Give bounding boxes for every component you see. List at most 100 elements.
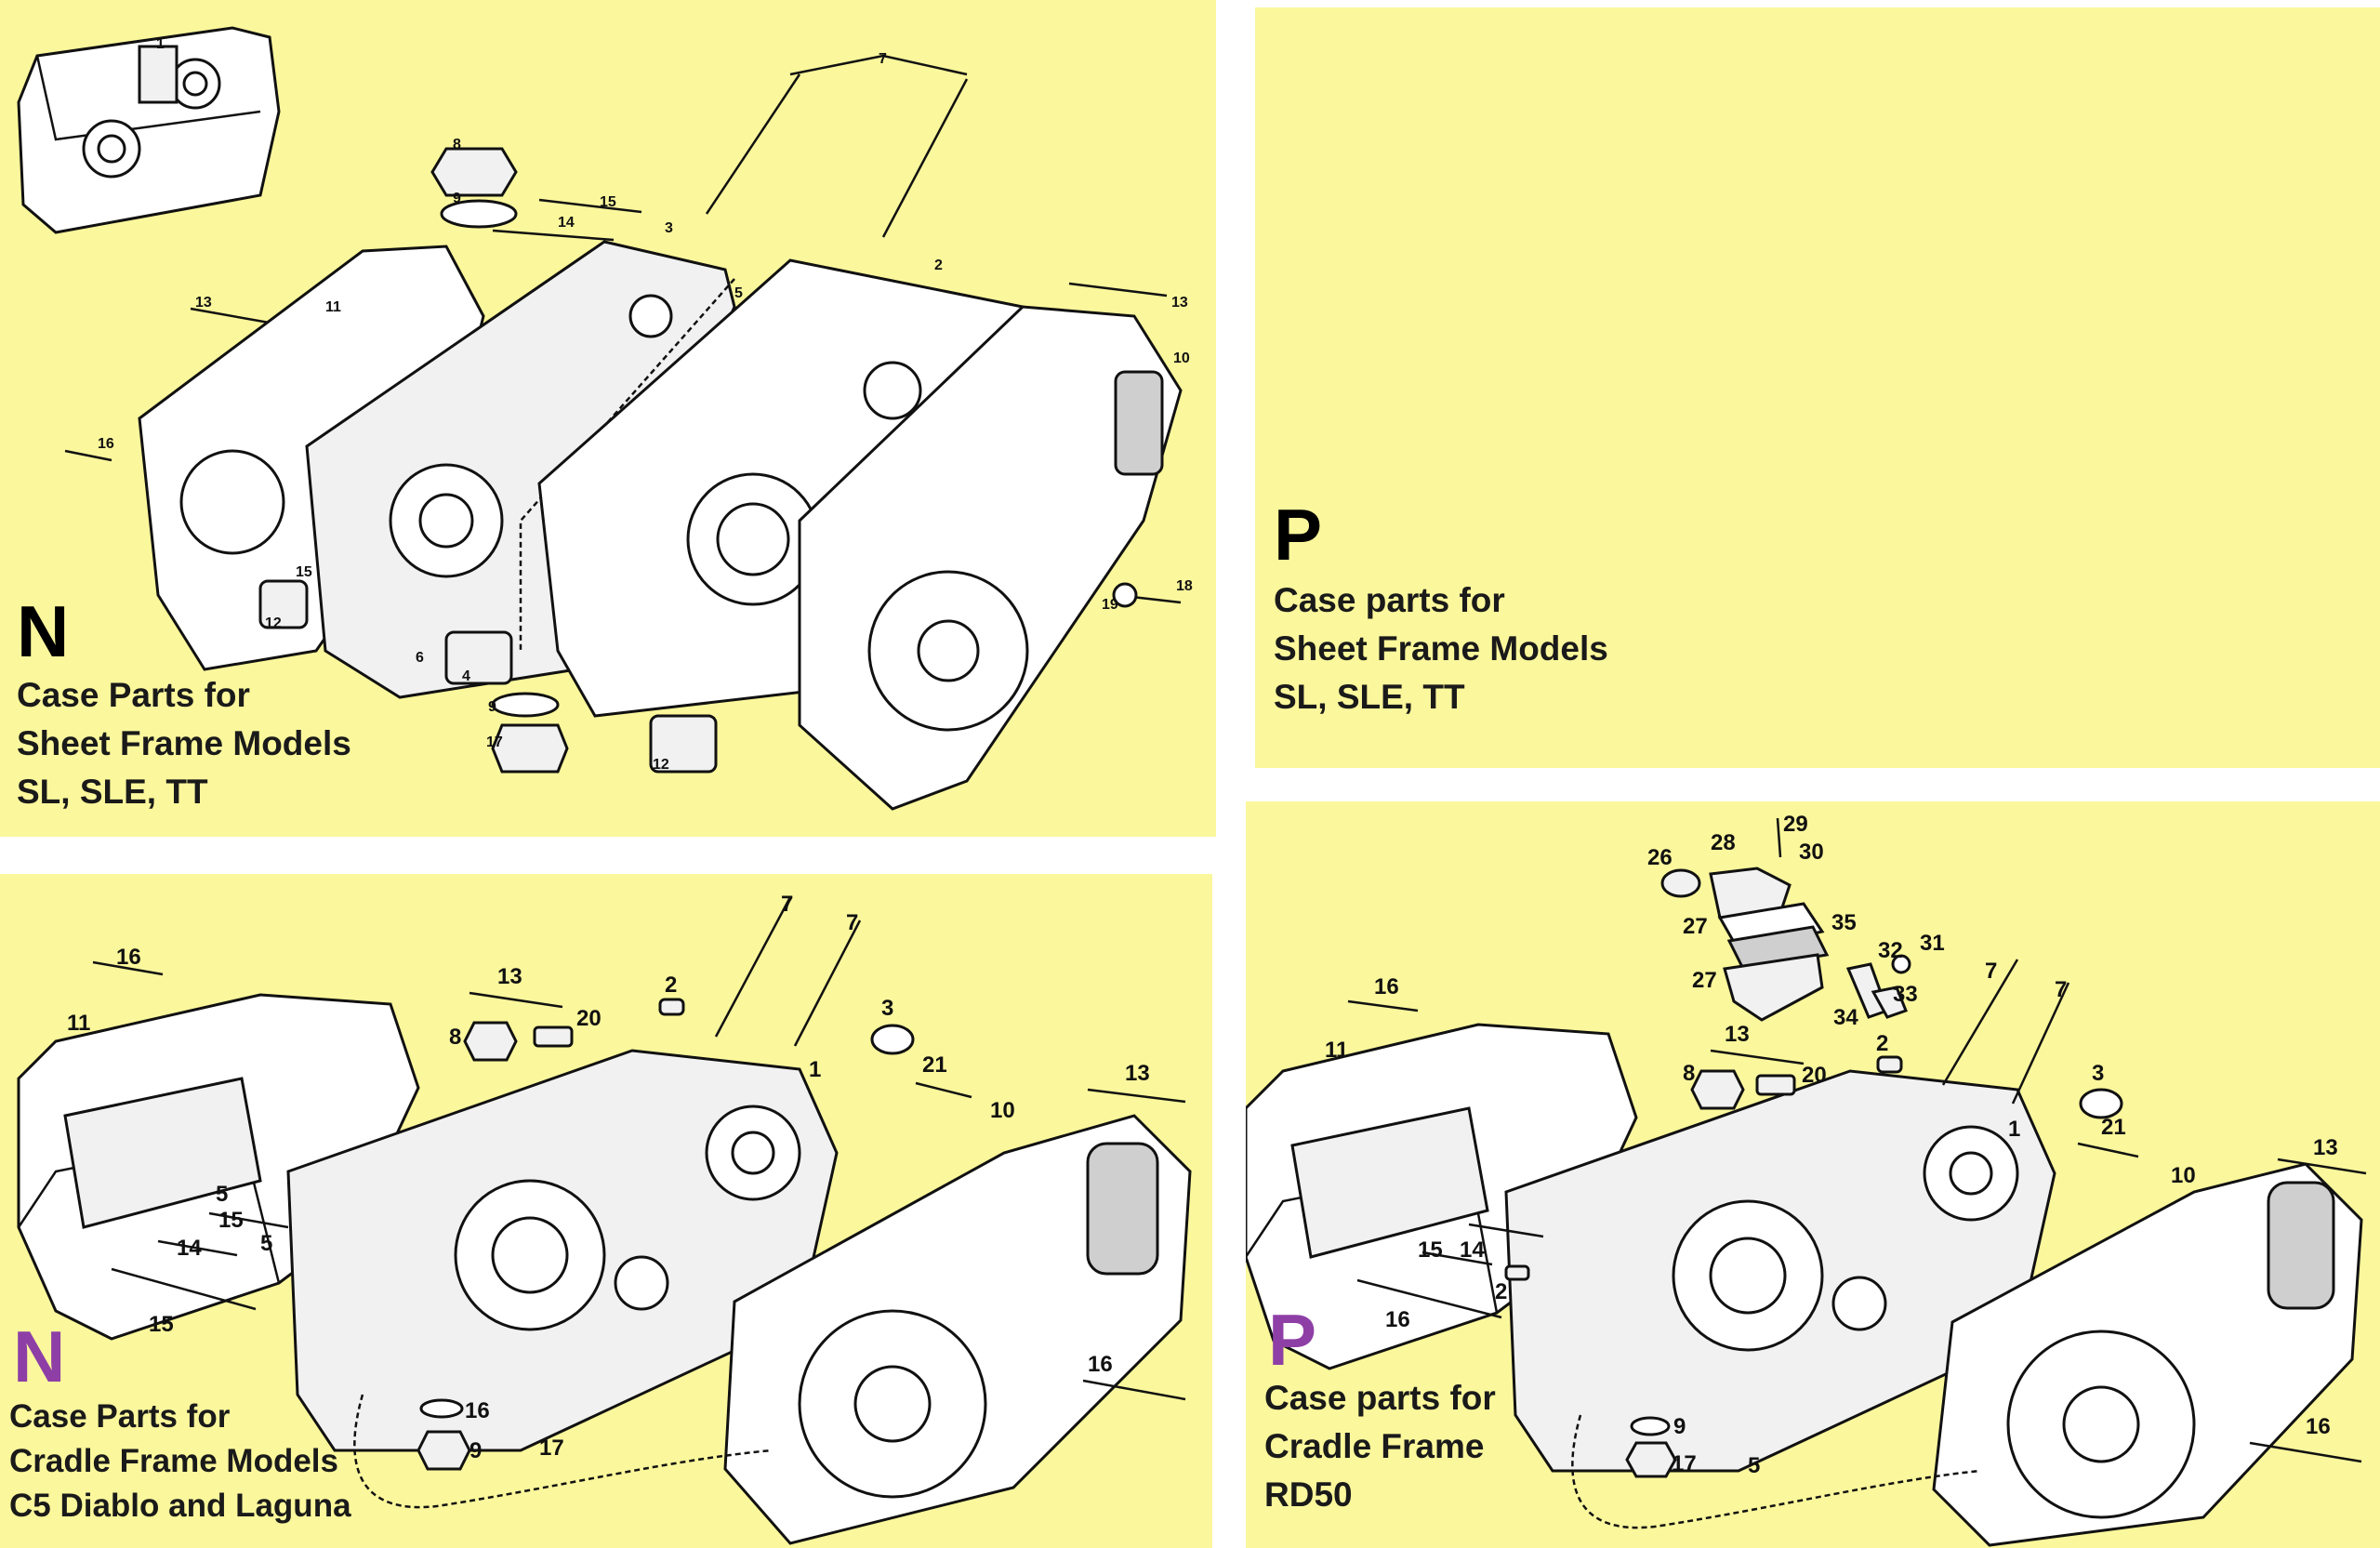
part-callout: 9 bbox=[469, 1438, 482, 1463]
part-callout: 14 bbox=[558, 215, 575, 231]
part-callout: 9 bbox=[1673, 1414, 1686, 1439]
part-callout: 16 bbox=[1385, 1307, 1410, 1332]
part-callout: 12 bbox=[265, 615, 282, 631]
section-caption: Case parts for Cradle Frame RD50 bbox=[1264, 1374, 1496, 1519]
part-callout: 7 bbox=[879, 51, 887, 67]
part-callout: 28 bbox=[1711, 830, 1736, 855]
part-callout: 7 bbox=[2055, 977, 2067, 1002]
part-callout: 30 bbox=[1799, 840, 1824, 865]
part-callout: 2 bbox=[1495, 1279, 1507, 1304]
part-callout: 13 bbox=[1171, 295, 1188, 311]
part-callout: 3 bbox=[881, 996, 893, 1021]
part-callout: 10 bbox=[1173, 351, 1190, 366]
caption-line: C5 Diablo and Laguna bbox=[9, 1488, 351, 1524]
part-callout: 4 bbox=[462, 668, 470, 684]
part-callout: 29 bbox=[1783, 812, 1808, 837]
part-callout: 12 bbox=[653, 757, 669, 773]
caption-line: Case parts for bbox=[1264, 1379, 1496, 1417]
part-callout: 19 bbox=[1102, 597, 1118, 613]
part-callout: 15 bbox=[600, 194, 616, 210]
part-callout: 20 bbox=[1802, 1063, 1827, 1088]
caption-line: Sheet Frame Models bbox=[1274, 629, 1608, 668]
part-callout: 16 bbox=[465, 1398, 490, 1423]
caption-line: Sheet Frame Models bbox=[17, 724, 351, 762]
part-callout: 2 bbox=[665, 972, 677, 998]
part-callout: 5 bbox=[1748, 1453, 1760, 1478]
part-callout: 14 bbox=[1460, 1237, 1485, 1263]
part-callout: 15 bbox=[1418, 1237, 1443, 1263]
part-callout: 17 bbox=[539, 1436, 564, 1461]
part-callout: 17 bbox=[1672, 1451, 1697, 1476]
section-caption: Case Parts for Sheet Frame Models SL, SL… bbox=[17, 671, 351, 816]
part-callout: 16 bbox=[1374, 974, 1399, 999]
part-callout: 10 bbox=[990, 1098, 1015, 1123]
section-letter: P bbox=[1268, 1299, 1317, 1381]
part-callout: 13 bbox=[2313, 1135, 2338, 1160]
part-callout: 32 bbox=[1878, 938, 1903, 963]
caption-line: RD50 bbox=[1264, 1475, 1353, 1514]
panel-cradle-frame-p: 29 26 28 30 27 35 32 31 27 33 34 16 7 7 … bbox=[1246, 801, 2380, 1548]
part-callout: 27 bbox=[1692, 968, 1717, 993]
section-letter: P bbox=[1274, 494, 1323, 576]
part-callout: 15 bbox=[149, 1312, 174, 1337]
part-callout: 5 bbox=[734, 285, 743, 301]
part-callout: 21 bbox=[2101, 1115, 2126, 1140]
part-callout: 26 bbox=[1647, 845, 1673, 870]
caption-line: Cradle Frame bbox=[1264, 1427, 1485, 1465]
part-callout: 17 bbox=[486, 734, 503, 750]
part-callout: 8 bbox=[1683, 1061, 1695, 1086]
part-callout: 31 bbox=[1920, 931, 1945, 956]
part-callout: 1 bbox=[156, 36, 165, 52]
part-callout: 5 bbox=[216, 1182, 228, 1207]
part-callout: 16 bbox=[98, 436, 114, 452]
part-callout: 3 bbox=[665, 220, 673, 236]
caption-line: SL, SLE, TT bbox=[1274, 678, 1465, 716]
part-callout: 16 bbox=[1088, 1352, 1113, 1377]
exploded-diagram-cradle-frame-n: 16 13 2 7 7 11 20 8 3 1 21 13 10 15 14 5… bbox=[17, 892, 1192, 1545]
part-callout: 11 bbox=[325, 299, 341, 315]
exploded-diagram-sheet-frame-n: 1 7 8 9 15 14 3 5 2 13 11 13 10 16 15 12… bbox=[17, 26, 1193, 811]
part-callout: 15 bbox=[296, 564, 312, 580]
section-letter: N bbox=[17, 590, 70, 672]
part-callout: 14 bbox=[177, 1236, 202, 1261]
part-callout: 13 bbox=[1125, 1061, 1150, 1086]
part-callout: 8 bbox=[453, 137, 461, 152]
part-callout: 5 bbox=[260, 1231, 272, 1256]
small-case-view bbox=[17, 26, 281, 234]
section-caption: Case parts for Sheet Frame Models SL, SL… bbox=[1274, 576, 1608, 721]
caption-line: Case parts for bbox=[1274, 581, 1505, 619]
caption-line: Case Parts for bbox=[9, 1398, 231, 1435]
part-callout: 8 bbox=[449, 1025, 461, 1050]
panel-sheet-frame-p: P Case parts for Sheet Frame Models SL, … bbox=[1255, 7, 2380, 768]
part-callout: 1 bbox=[809, 1057, 821, 1082]
part-callout: 13 bbox=[1725, 1022, 1750, 1047]
part-callout: 7 bbox=[781, 892, 793, 917]
part-callout: 27 bbox=[1683, 914, 1708, 939]
section-caption: Case Parts for Cradle Frame Models C5 Di… bbox=[9, 1395, 351, 1528]
part-callout: 35 bbox=[1831, 910, 1857, 935]
panel-sheet-frame-n: 1 7 8 9 15 14 3 5 2 13 11 13 10 16 15 12… bbox=[0, 0, 1216, 837]
part-callout: 15 bbox=[218, 1208, 244, 1233]
caption-line: Cradle Frame Models bbox=[9, 1443, 338, 1479]
exploded-diagram-cradle-frame-p: 29 26 28 30 27 35 32 31 27 33 34 16 7 7 … bbox=[1246, 812, 2367, 1547]
part-callout: 1 bbox=[2008, 1117, 2020, 1142]
part-callout: 13 bbox=[195, 295, 212, 311]
part-callout: 11 bbox=[1325, 1038, 1348, 1063]
part-callout: 9 bbox=[453, 191, 461, 206]
section-letter: N bbox=[13, 1316, 66, 1397]
part-callout: 34 bbox=[1833, 1005, 1858, 1030]
part-callout: 20 bbox=[576, 1006, 602, 1031]
part-callout: 10 bbox=[2171, 1163, 2196, 1188]
part-callout: 3 bbox=[2092, 1061, 2104, 1086]
part-callout: 21 bbox=[922, 1052, 947, 1078]
caption-line: SL, SLE, TT bbox=[17, 773, 208, 811]
part-callout: 2 bbox=[934, 258, 943, 273]
caption-line: Case Parts for bbox=[17, 676, 250, 714]
part-callout: 7 bbox=[1985, 959, 1997, 984]
part-callout: 18 bbox=[1176, 578, 1193, 594]
panel-cradle-frame-n: 16 13 2 7 7 11 20 8 3 1 21 13 10 15 14 5… bbox=[0, 874, 1212, 1548]
part-callout: 16 bbox=[116, 945, 141, 970]
part-callout: 11 bbox=[67, 1011, 90, 1036]
part-callout: 9 bbox=[488, 699, 496, 715]
part-callout: 33 bbox=[1893, 982, 1918, 1007]
